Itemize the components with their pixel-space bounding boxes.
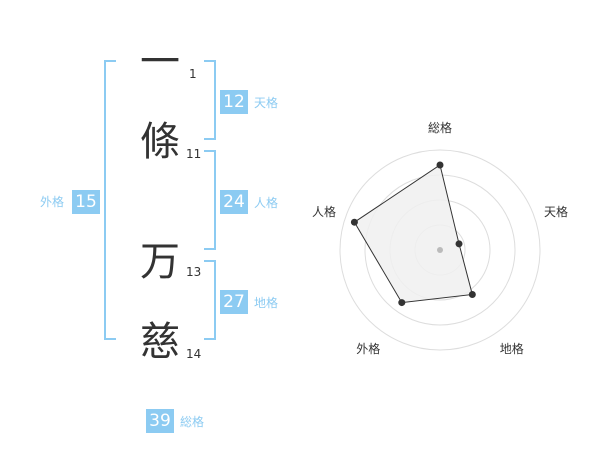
radar-ring	[339, 149, 541, 351]
radar-point-3	[468, 290, 476, 298]
jinkaku-bracket	[204, 150, 216, 250]
chikaku-bracket	[204, 260, 216, 340]
gaikaku-bracket	[104, 60, 116, 340]
name-char-1: 一	[140, 39, 180, 85]
soukaku-label: 総格	[180, 415, 205, 429]
radar-point-2	[455, 240, 463, 248]
chikaku-badge: 27	[220, 290, 248, 314]
jinkaku-label: 人格	[254, 196, 279, 210]
soukaku-badge: 39	[146, 409, 174, 433]
name-char-2: 條	[140, 119, 180, 165]
jinkaku-badge: 24	[220, 190, 248, 214]
stroke-count-1: 1	[189, 67, 197, 81]
gaikaku-badge: 15	[72, 190, 100, 214]
radar-point-1	[436, 161, 444, 169]
radar-point-4	[398, 299, 406, 307]
radar-point-5	[350, 218, 358, 226]
stroke-count-3: 13	[186, 265, 202, 279]
stroke-count-4: 14	[186, 347, 202, 361]
radar-center	[437, 247, 443, 253]
tenkaku-bracket	[204, 60, 216, 140]
radar-axis-label-4: 外格	[356, 341, 381, 356]
radar-axis-label-5: 人格	[311, 205, 336, 220]
gaikaku-label: 外格	[40, 195, 65, 209]
name-char-4: 慈	[140, 319, 180, 365]
name-char-3: 万	[140, 239, 180, 285]
radar-axis-label-2: 天格	[544, 205, 569, 220]
tenkaku-label: 天格	[254, 96, 279, 110]
radar-axis-label-1: 総格	[428, 121, 453, 135]
stroke-count-2: 11	[186, 147, 202, 161]
chikaku-label: 地格	[254, 296, 279, 310]
radar-axis-label-3: 地格	[499, 341, 524, 356]
tenkaku-badge: 12	[220, 90, 248, 114]
radar-series-polygon	[353, 164, 473, 304]
